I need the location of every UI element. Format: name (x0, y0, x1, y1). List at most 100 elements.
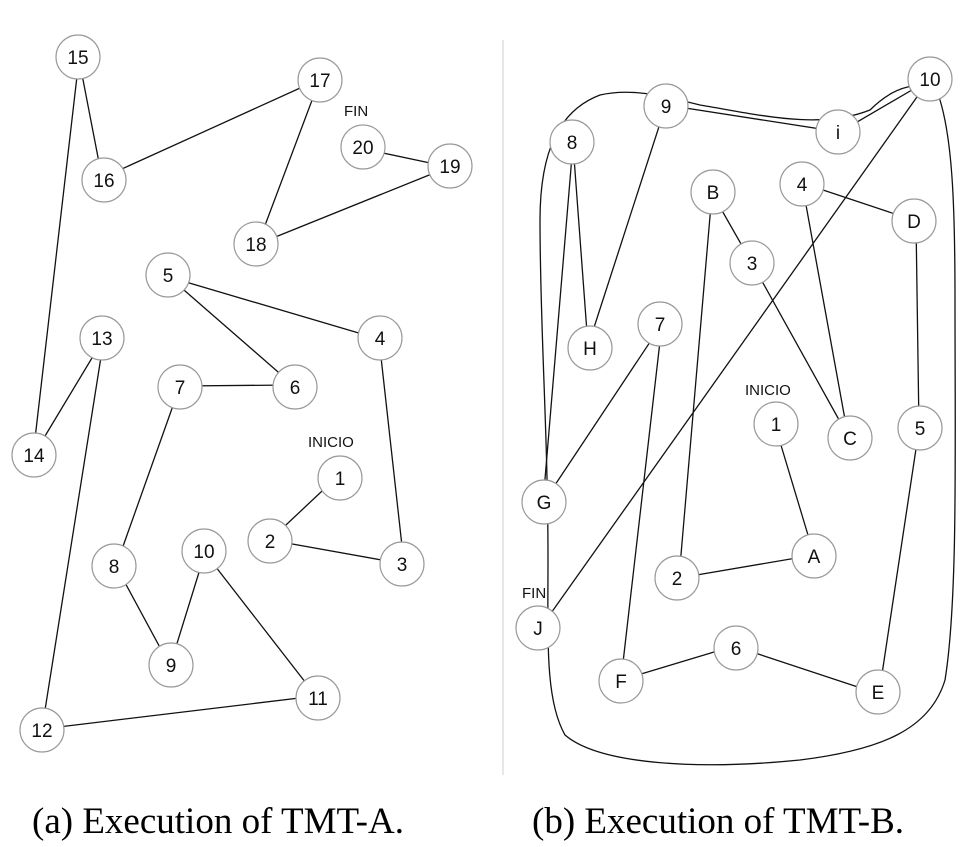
node-b-b: B (690, 169, 736, 215)
node-circle (297, 57, 343, 103)
node-b-3: 3 (729, 240, 775, 286)
node-label: 14 (23, 446, 45, 467)
node-label: 9 (661, 97, 672, 118)
node-circle (855, 669, 901, 715)
node-a-17: 17 (297, 57, 343, 103)
node-label: 12 (31, 721, 52, 742)
node-label: 16 (93, 171, 114, 192)
node-b-d: D (891, 198, 937, 244)
node-b-8: 8 (549, 119, 595, 165)
node-b-a: A (791, 533, 837, 579)
node-circle (729, 240, 775, 286)
node-circle (317, 455, 363, 501)
node-label: 6 (290, 378, 301, 399)
node-a-3: 3 (379, 541, 425, 587)
node-label: B (707, 183, 720, 204)
node-circle (181, 528, 227, 574)
node-label: 7 (175, 378, 186, 399)
node-label: 1 (335, 469, 346, 490)
node-b-4: 4 (779, 161, 825, 207)
start-label-b: INICIO (745, 382, 791, 399)
node-b-7: 7 (637, 301, 683, 347)
node-label: 3 (397, 555, 408, 576)
node-label: 9 (166, 656, 177, 677)
node-label: 1 (771, 415, 782, 436)
node-circle (19, 707, 65, 753)
node-circle (340, 124, 386, 170)
node-b-j: J (515, 605, 561, 651)
node-circle (521, 479, 567, 525)
node-circle (779, 161, 825, 207)
node-b-2: 2 (654, 555, 700, 601)
caption-b: (b) Execution of TMT-B. (532, 801, 905, 842)
node-a-9: 9 (148, 642, 194, 688)
node-circle (247, 518, 293, 564)
node-a-11: 11 (295, 675, 341, 721)
node-circle (690, 169, 736, 215)
node-label: 19 (439, 157, 460, 178)
node-b-e: E (855, 669, 901, 715)
node-label: 4 (797, 175, 808, 196)
trail-b-pen-stroke (538, 79, 930, 695)
node-circle (791, 533, 837, 579)
node-circle (907, 56, 953, 102)
node-circle (81, 157, 127, 203)
node-circle (567, 325, 613, 371)
node-label: 3 (747, 254, 758, 275)
node-b-h: H (567, 325, 613, 371)
node-label: 5 (915, 419, 926, 440)
node-b-1: 1 (753, 401, 799, 447)
node-a-18: 18 (233, 221, 279, 267)
node-label: A (808, 547, 821, 568)
node-circle (148, 642, 194, 688)
node-label: 18 (245, 235, 266, 256)
node-b-c: C (827, 415, 873, 461)
node-circle (654, 555, 700, 601)
node-label: H (583, 339, 597, 360)
node-a-1: 1 (317, 455, 363, 501)
node-b-i: i (815, 109, 861, 155)
node-circle (79, 315, 125, 361)
node-label: 10 (193, 542, 214, 563)
node-circle (357, 315, 403, 361)
node-label: 7 (655, 315, 666, 336)
start-label-a: INICIO (308, 434, 354, 451)
node-label: 8 (567, 133, 578, 154)
node-a-7: 7 (157, 364, 203, 410)
node-circle (295, 675, 341, 721)
node-circle (427, 143, 473, 189)
node-label: 8 (109, 557, 120, 578)
node-label: G (537, 493, 552, 514)
node-a-20: 20 (340, 124, 386, 170)
node-circle (515, 605, 561, 651)
node-b-g: G (521, 479, 567, 525)
node-circle (815, 109, 861, 155)
node-label: D (907, 212, 921, 233)
node-label: E (872, 683, 885, 704)
node-circle (55, 34, 101, 80)
node-circle (891, 198, 937, 244)
node-circle (753, 401, 799, 447)
node-label: i (836, 123, 840, 144)
node-circle (379, 541, 425, 587)
node-label: 10 (919, 70, 940, 91)
node-label: 2 (672, 569, 683, 590)
node-a-4: 4 (357, 315, 403, 361)
node-label: 6 (731, 639, 742, 660)
node-circle (11, 432, 57, 478)
node-circle (637, 301, 683, 347)
node-a-19: 19 (427, 143, 473, 189)
node-label: 15 (67, 48, 88, 69)
node-b-10: 10 (907, 56, 953, 102)
node-a-14: 14 (11, 432, 57, 478)
node-label: C (843, 429, 857, 450)
node-b-9: 9 (643, 83, 689, 129)
node-label: 13 (91, 329, 112, 350)
node-a-5: 5 (145, 252, 191, 298)
node-label: 17 (309, 71, 330, 92)
node-a-2: 2 (247, 518, 293, 564)
